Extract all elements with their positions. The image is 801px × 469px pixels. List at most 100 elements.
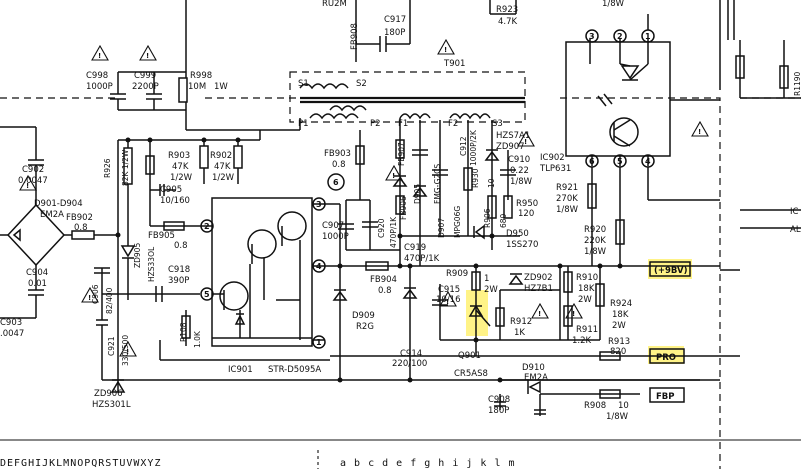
test-point-6 (327, 173, 345, 191)
r924-label: R924 (610, 299, 632, 309)
r903-watt: 1/2W (170, 173, 193, 183)
r920-watt: 1/8W (584, 247, 607, 257)
top-wiring (185, 0, 735, 90)
ic902-value: TLP631 (539, 164, 571, 174)
fbp-label: FBP (656, 392, 675, 402)
r913-label: R913 (608, 337, 630, 347)
svg-text:!: ! (446, 298, 449, 306)
ic902-optocoupler (565, 38, 671, 166)
hzs7a1-label: HZS7A1 (496, 131, 530, 141)
d909-label: D909 (352, 311, 375, 321)
d950-label: D950 (506, 229, 529, 239)
pro-highlight (648, 346, 684, 364)
svg-text:!: ! (88, 294, 91, 302)
fb902-value: 0.8 (74, 223, 88, 233)
r910-value: 18K (578, 284, 595, 294)
b9v-highlight (648, 259, 692, 279)
b9v-label: (+9BV) (654, 266, 688, 276)
r909-label: R909 (446, 269, 468, 279)
c917-value: 180P (384, 28, 405, 38)
r998-value: 10M (188, 82, 206, 92)
svg-text:!: ! (572, 310, 575, 318)
f1-label: F1 (398, 119, 408, 129)
ic901-pin-4: 4 (316, 262, 322, 271)
c999-label: C999 (134, 71, 156, 81)
fb905-label: FB905 (148, 231, 175, 241)
c915-value: 10/16 (436, 295, 461, 305)
warning-triangles: ! ! ! ! ! ! ! ! ! ! ! ! (19, 38, 709, 357)
c906-label: C906 (91, 284, 100, 304)
svg-text:!: ! (392, 172, 395, 180)
warning-icon: ! (437, 38, 455, 55)
warning-icon: ! (19, 174, 37, 191)
r902-label: R902 (210, 151, 232, 161)
r920-value: 220K (584, 236, 606, 246)
c908-value: 180P (488, 406, 509, 416)
ru2m-label: RU2M (322, 0, 347, 9)
fb903-value: 0.8 (332, 160, 346, 170)
c905-label: C905 (160, 185, 182, 195)
c921-value: 330/500 (121, 335, 130, 366)
d909-value: R2G (356, 322, 374, 332)
zd902-label: ZD902 (524, 273, 553, 283)
c903-value: .0047 (0, 329, 24, 339)
warning-icon: ! (385, 164, 403, 181)
zd905-label: ZD905 (133, 243, 142, 268)
c912-value: 1000P/2K (469, 129, 478, 166)
r903-label: R903 (168, 151, 190, 161)
q901-highlight (466, 290, 488, 336)
r924-value: 18K (612, 310, 629, 320)
c998-label: C998 (86, 71, 108, 81)
c917-label: C917 (384, 15, 406, 25)
fb905-value: 0.8 (174, 241, 188, 251)
footer-letters-uppercase: DEFGHIJKLMNOPQRSTUVWXYZ (0, 458, 161, 469)
c920-label: C920 (377, 218, 386, 238)
r913-value: 820 (610, 347, 626, 357)
secondary-wiring (324, 118, 720, 416)
ic901-value: STR-D5095A (268, 365, 321, 375)
signal-pro-tag: PRO (649, 348, 685, 364)
r1190-label: R1190 (793, 71, 801, 96)
warning-icon: ! (691, 120, 709, 137)
ic902-pin-6: 6 (589, 157, 595, 166)
r909-value: 1 (484, 274, 489, 284)
r902-watt: 1/2W (212, 173, 235, 183)
r920-label: R920 (584, 225, 606, 235)
ic902-pin-4: 4 (645, 157, 651, 166)
d907-label: D907 (437, 218, 446, 238)
fb904-label: FB904 (370, 275, 397, 285)
zd906-label: ZD906 (94, 389, 123, 399)
s1-label: S1 (298, 79, 309, 89)
r998-watt: 1W (214, 82, 228, 92)
f2-label: F2 (448, 119, 458, 129)
c907-label: C907 (322, 221, 344, 231)
transformer-t901: S1 S2 P1 P2 F1 F2 S3 (298, 79, 525, 129)
c915-label: C915 (438, 285, 460, 295)
r912-value: 1K (514, 328, 525, 338)
fb908-label: FB908 (350, 23, 360, 50)
ic902-pins: 3 2 1 6 5 4 (585, 29, 655, 168)
warning-icon: ! (81, 286, 99, 303)
ic901-pin-1: 1 (316, 338, 322, 347)
c902-value: 0.0047 (18, 176, 48, 186)
fb906-label: FB906 (399, 196, 408, 220)
r910-label: R910 (576, 273, 598, 283)
s3-label: S3 (492, 119, 503, 129)
ic902-wiring (587, 14, 720, 266)
c919-label: C919 (404, 243, 426, 253)
svg-text:!: ! (126, 348, 129, 356)
d905-label: D905 (413, 184, 422, 204)
r930-label: R930 (471, 168, 480, 188)
r911-value: 1.2K (572, 336, 592, 346)
warning-icon: ! (139, 44, 157, 61)
r908-watt: 1/8W (606, 412, 629, 422)
c910-watt: 1/8W (510, 177, 533, 187)
r921-value: 270K (556, 194, 578, 204)
c919-value: 470P/1K (404, 254, 440, 264)
c902-label: C902 (22, 165, 44, 175)
zd902-value: HZ7B1 (524, 284, 553, 294)
t901-label: T901 (443, 59, 465, 69)
ic902-pin-5: 5 (617, 157, 623, 166)
r926-value: 82K 1/2W (121, 149, 130, 186)
